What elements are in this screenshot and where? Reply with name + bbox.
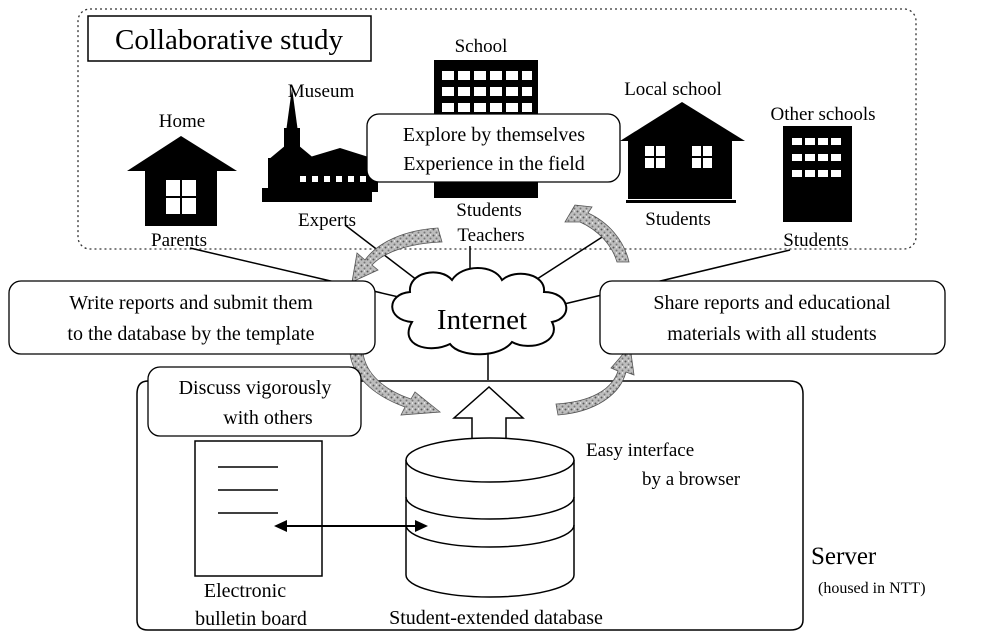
server-region (136, 380, 804, 631)
school-label: School (455, 36, 508, 57)
bulletin-board-icon (194, 440, 323, 577)
bulletin-board-line-2: bulletin board (195, 608, 307, 630)
explore-line-2: Experience in the field (403, 153, 585, 175)
explore-line-1: Explore by themselves (403, 124, 585, 146)
discuss-box (147, 366, 362, 437)
local-students-label: Students (645, 209, 710, 230)
internet-cloud-icon (391, 267, 568, 356)
share-reports-box (599, 280, 946, 355)
collaborative-title: Collaborative study (115, 24, 343, 56)
flow-arrow-top-right-icon (564, 204, 630, 263)
students-label: Students (456, 200, 521, 221)
parents-label: Parents (151, 230, 207, 251)
local-school-label: Local school (624, 79, 722, 100)
write-reports-line-2: to the database by the template (67, 323, 314, 345)
database-label: Student-extended database (389, 607, 603, 629)
upload-arrow-icon (452, 385, 525, 452)
experts-label: Experts (298, 210, 356, 231)
write-reports-box (8, 280, 376, 355)
other-schools-label: Other schools (770, 104, 875, 125)
collaborative-title-box (87, 15, 372, 62)
easy-interface-line-1: Easy interface (586, 440, 694, 461)
sync-double-arrow-icon (274, 520, 428, 532)
share-reports-line-1: Share reports and educational (653, 292, 891, 314)
flow-arrow-bottom-left-icon (349, 352, 442, 416)
museum-building-icon (262, 88, 378, 202)
home-building-icon (127, 136, 237, 226)
bulletin-board-line-1: Electronic (204, 580, 286, 602)
server-note: (housed in NTT) (818, 580, 926, 597)
explore-box (366, 113, 621, 183)
museum-label: Museum (288, 81, 355, 102)
other-schools-building-icon (783, 126, 852, 222)
database-icon (405, 437, 575, 598)
teachers-label: Teachers (457, 225, 524, 246)
discuss-line-1: Discuss vigorously (179, 377, 332, 399)
collaborative-region (77, 8, 917, 250)
discuss-line-2: with others (223, 407, 313, 429)
other-students-label: Students (783, 230, 848, 251)
home-label: Home (159, 111, 205, 132)
server-label: Server (811, 543, 877, 570)
internet-label: Internet (437, 304, 527, 336)
share-reports-line-2: materials with all students (667, 323, 877, 345)
easy-interface-line-2: by a browser (642, 469, 741, 490)
local-school-building-icon (620, 102, 745, 203)
write-reports-line-1: Write reports and submit them (69, 292, 313, 314)
